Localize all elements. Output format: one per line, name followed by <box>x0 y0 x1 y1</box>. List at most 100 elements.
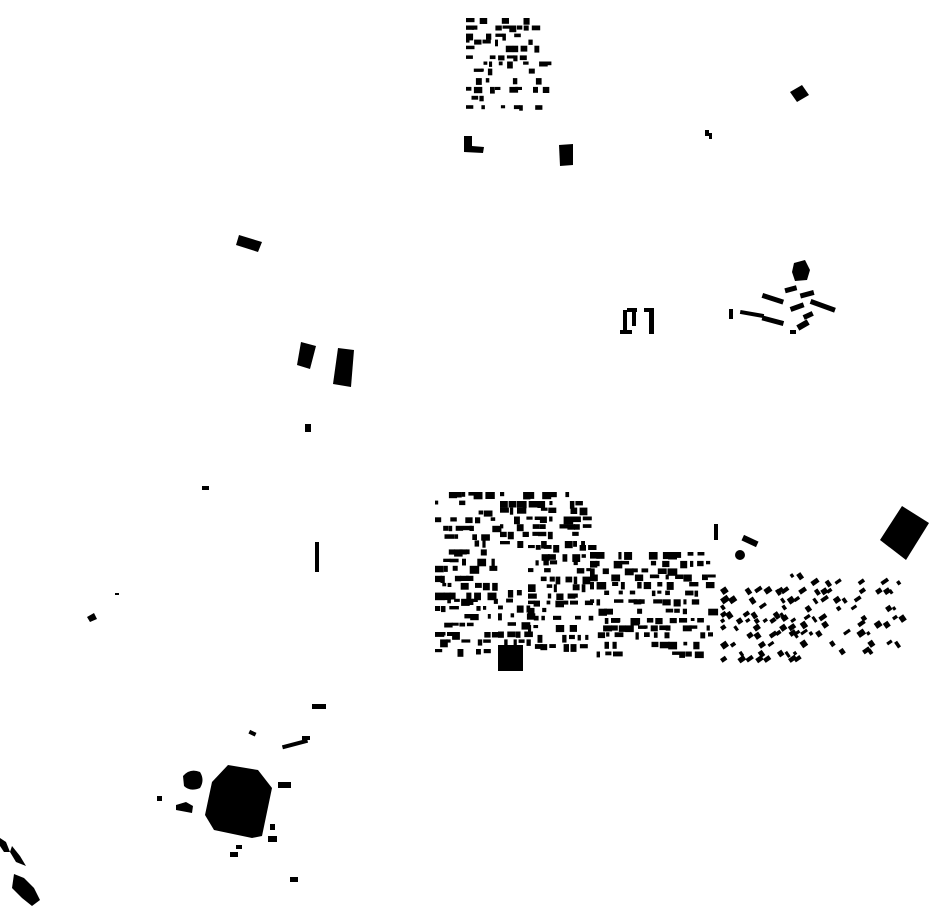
building <box>555 600 564 608</box>
building <box>465 517 473 524</box>
building <box>632 312 636 326</box>
building <box>664 632 670 639</box>
building <box>281 738 309 750</box>
building <box>115 593 119 595</box>
building <box>680 560 688 569</box>
building <box>570 507 578 514</box>
building <box>745 654 754 663</box>
individual-buildings <box>0 85 929 906</box>
building <box>495 39 498 47</box>
building <box>829 640 836 648</box>
building <box>693 641 700 650</box>
building <box>812 597 819 605</box>
building <box>470 614 479 621</box>
building <box>473 492 483 500</box>
building <box>495 25 502 31</box>
building <box>506 55 515 59</box>
building <box>549 644 556 648</box>
building <box>537 501 546 508</box>
building <box>473 68 483 72</box>
building <box>455 525 464 531</box>
building <box>748 596 757 605</box>
building <box>885 604 893 613</box>
building <box>479 95 484 102</box>
building <box>297 342 316 369</box>
building <box>666 582 674 590</box>
building <box>682 608 687 615</box>
building <box>526 605 531 613</box>
building <box>532 531 539 536</box>
building <box>435 517 442 523</box>
building <box>312 704 326 709</box>
building <box>498 55 505 61</box>
building <box>498 645 523 671</box>
building <box>682 625 692 632</box>
building <box>449 592 456 600</box>
building <box>638 625 647 629</box>
building <box>745 617 751 624</box>
building <box>818 613 828 622</box>
building <box>444 534 455 539</box>
building <box>581 584 586 593</box>
building <box>573 560 578 566</box>
building <box>737 655 747 664</box>
building <box>523 492 531 500</box>
building <box>544 568 551 573</box>
building <box>573 576 578 585</box>
building <box>447 598 451 604</box>
building <box>466 25 474 30</box>
building <box>513 105 520 110</box>
building <box>202 486 209 490</box>
building <box>649 312 654 334</box>
building <box>826 587 833 594</box>
building <box>492 582 498 591</box>
building <box>459 500 466 506</box>
building <box>435 565 444 573</box>
building <box>10 846 26 866</box>
building <box>604 590 610 595</box>
building <box>843 628 851 636</box>
building <box>454 534 459 539</box>
building <box>483 606 487 610</box>
building <box>443 592 452 601</box>
building <box>796 572 805 581</box>
building <box>506 598 513 603</box>
building <box>650 625 658 632</box>
building <box>898 614 907 623</box>
building <box>498 605 503 610</box>
building <box>466 575 474 581</box>
building <box>624 568 634 576</box>
building <box>674 608 680 613</box>
building <box>689 582 699 587</box>
building <box>579 644 588 649</box>
building <box>528 607 535 615</box>
building <box>500 541 510 545</box>
building <box>500 492 505 497</box>
building <box>581 541 585 549</box>
building <box>498 61 503 66</box>
building <box>454 598 460 602</box>
building <box>476 606 481 611</box>
building <box>612 582 619 586</box>
building <box>604 641 609 649</box>
building <box>516 605 524 613</box>
building <box>513 639 517 647</box>
building <box>543 545 552 549</box>
building <box>540 576 547 582</box>
building <box>620 330 632 334</box>
building <box>880 577 890 586</box>
building <box>446 639 451 643</box>
building <box>604 618 609 624</box>
building <box>526 639 531 646</box>
building <box>475 582 482 588</box>
building <box>487 592 497 601</box>
building <box>542 607 547 613</box>
building <box>534 516 541 520</box>
building <box>705 582 715 589</box>
building <box>509 86 519 93</box>
building <box>761 293 785 305</box>
building <box>579 507 588 516</box>
building <box>270 824 275 830</box>
building <box>474 592 481 601</box>
building <box>781 604 788 611</box>
